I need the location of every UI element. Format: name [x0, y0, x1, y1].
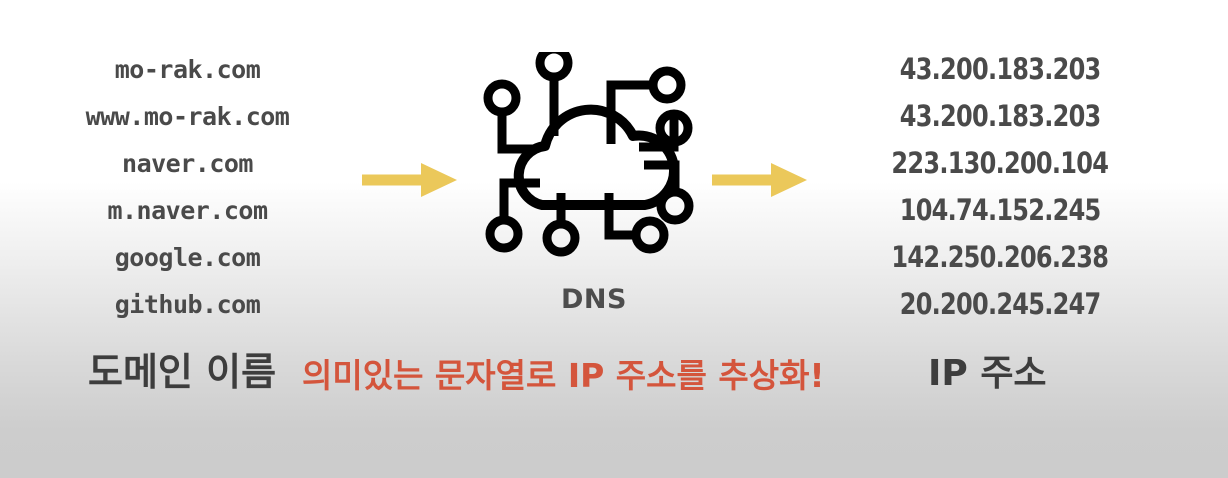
list-item: m.naver.com: [107, 196, 268, 225]
dns-label: DNS: [561, 284, 627, 315]
network-node-circle: [535, 52, 573, 82]
list-item: mo-rak.com: [114, 55, 261, 84]
cloud-network-icon: [483, 52, 694, 257]
network-node-circle: [655, 109, 693, 147]
list-item: 43.200.183.203: [899, 52, 1102, 86]
list-item: naver.com: [122, 149, 253, 178]
list-item: google.com: [114, 243, 261, 272]
list-item: 223.130.200.104: [891, 146, 1109, 180]
list-item: 20.200.245.247: [899, 287, 1102, 321]
dns-node: DNS: [468, 52, 720, 315]
network-node-circle: [483, 79, 521, 117]
domain-name-list: mo-rak.com www.mo-rak.com naver.com m.na…: [35, 46, 340, 328]
abstraction-caption: 의미있는 문자열로 IP 주소를 추상화!: [302, 356, 825, 395]
list-item: 142.250.206.238: [891, 240, 1109, 274]
arrow-right-icon-left: [362, 159, 457, 205]
list-item: www.mo-rak.com: [85, 102, 290, 131]
network-node-circle: [648, 66, 686, 104]
network-node-circle: [542, 219, 580, 257]
ip-address-list: 43.200.183.203 43.200.183.203 223.130.20…: [845, 46, 1155, 328]
list-item: github.com: [114, 290, 261, 319]
network-node-circle: [631, 216, 669, 254]
domain-name-caption: 도메인 이름: [88, 350, 277, 394]
network-node-circle: [485, 215, 523, 253]
list-item: 43.200.183.203: [899, 99, 1102, 133]
ip-address-caption: IP 주소: [928, 353, 1047, 394]
network-node-circle: [656, 187, 694, 225]
arrow-right-icon-right: [712, 159, 807, 205]
list-item: 104.74.152.245: [899, 193, 1102, 227]
